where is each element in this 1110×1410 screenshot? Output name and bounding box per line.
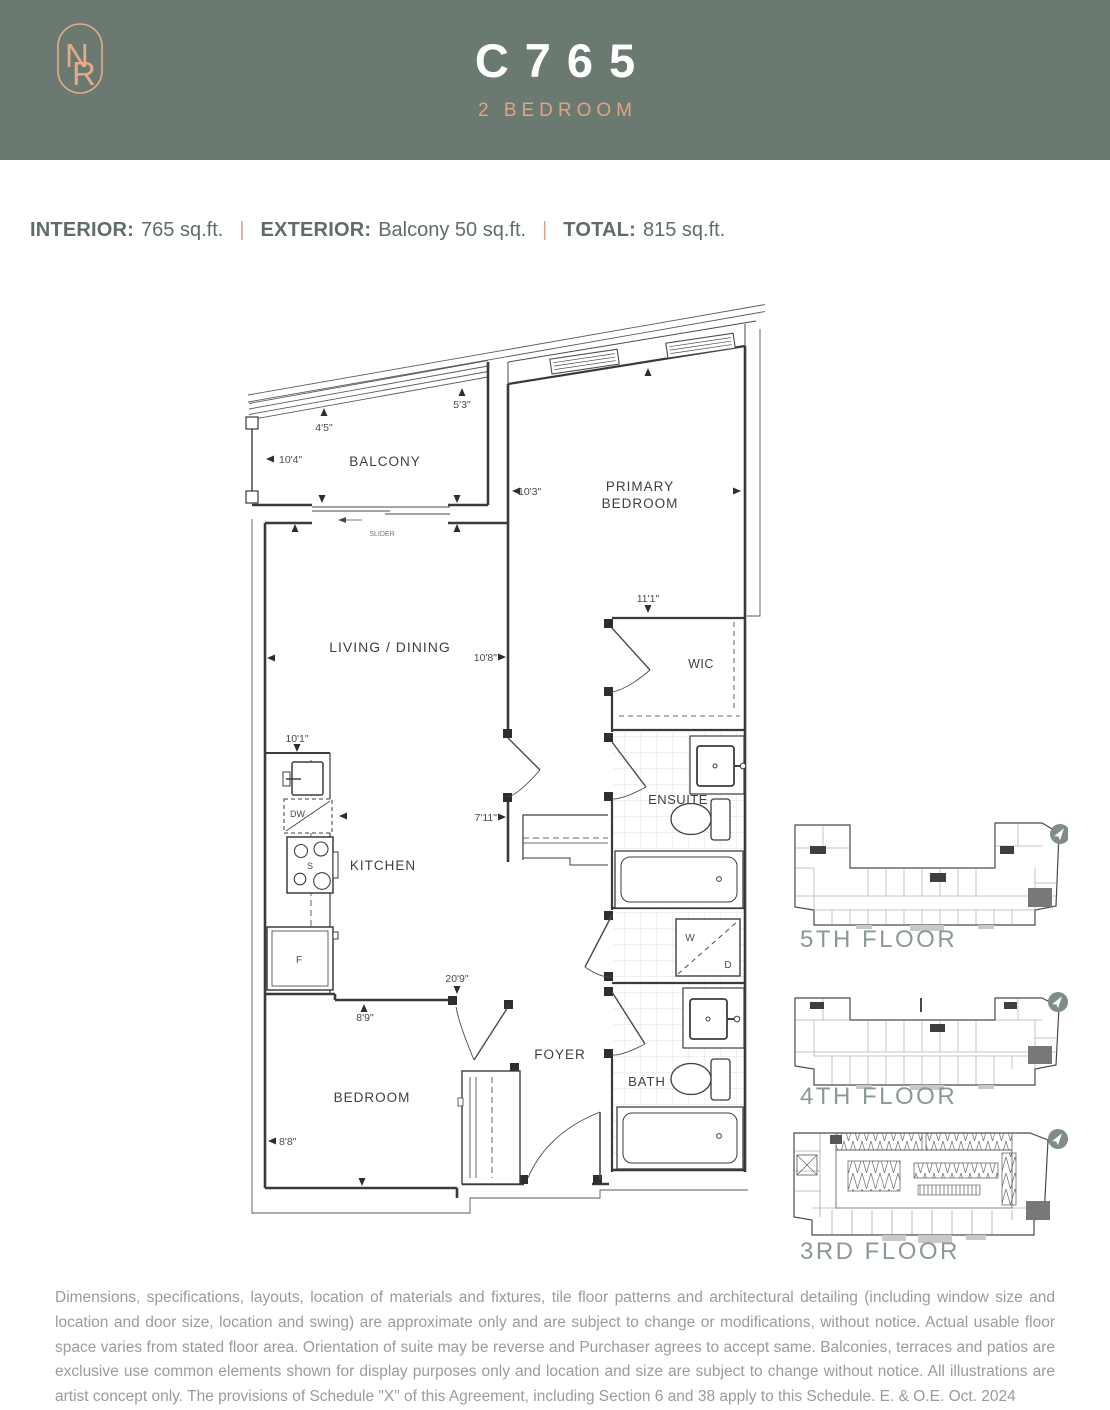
fridge-label: F bbox=[296, 955, 302, 966]
keyplan-label-3rd: 3RD FLOOR bbox=[800, 1238, 960, 1265]
stats-separator: | bbox=[542, 219, 548, 241]
ensuite-toilet-icon bbox=[710, 798, 731, 841]
slider-label: SLIDER bbox=[369, 531, 394, 538]
dim-balcony-seg1: 4'5" bbox=[315, 422, 333, 434]
exterior-label: EXTERIOR: bbox=[260, 219, 372, 241]
room-label-bath: BATH bbox=[628, 1074, 666, 1089]
exterior-value: Balcony 50 sq.ft. bbox=[378, 219, 527, 241]
fixtures bbox=[266, 622, 747, 1185]
walls bbox=[252, 344, 747, 1198]
logo-letter-r: R bbox=[72, 55, 96, 92]
dimension-arrows bbox=[266, 368, 741, 1186]
dim-bedroom-width: 8'9" bbox=[356, 1012, 374, 1024]
logo-letter-n: N bbox=[65, 37, 89, 74]
keyplan-3rd-floor bbox=[793, 1129, 1068, 1243]
room-label-primary-2: BEDROOM bbox=[602, 496, 679, 511]
door-swings bbox=[455, 627, 651, 1180]
dishwasher-label: DW bbox=[290, 809, 305, 819]
bath-toilet-icon bbox=[710, 1058, 731, 1101]
north-compass-icon bbox=[1048, 1129, 1068, 1149]
brand-logo: N R bbox=[57, 23, 103, 94]
keyplan-label-4th: 4TH FLOOR bbox=[800, 1083, 958, 1110]
dim-balcony-seg2: 5'3" bbox=[453, 399, 471, 411]
north-compass-icon bbox=[1050, 824, 1068, 844]
stove-label: S bbox=[307, 861, 313, 871]
building-shell-lines bbox=[247, 304, 765, 1214]
room-label-foyer: FOYER bbox=[534, 1047, 586, 1062]
washer-label: W bbox=[685, 933, 695, 944]
window-icon bbox=[549, 348, 620, 375]
north-compass-icon bbox=[1048, 992, 1068, 1012]
logo-pill-outline bbox=[57, 23, 103, 94]
interior-value: 765 sq.ft. bbox=[141, 219, 224, 241]
dim-unit-length: 20'9" bbox=[445, 973, 469, 985]
room-label-living-dining: LIVING / DINING bbox=[329, 639, 451, 655]
foyer-closet bbox=[457, 1070, 521, 1185]
header-banner: N R C765 2 BEDROOM bbox=[0, 0, 1110, 160]
room-label-balcony: BALCONY bbox=[349, 454, 421, 469]
area-stats: INTERIOR: 765 sq.ft. | EXTERIOR: Balcony… bbox=[30, 219, 741, 242]
room-label-bedroom: BEDROOM bbox=[334, 1090, 411, 1105]
window-band bbox=[507, 320, 757, 384]
room-label-ensuite: ENSUITE bbox=[648, 792, 708, 807]
dim-hall-length: 7'11" bbox=[475, 812, 498, 824]
highlighted-unit-4th bbox=[1028, 1046, 1052, 1064]
dim-primary-width: 10'3" bbox=[518, 486, 542, 498]
keyplan-label-5th: 5TH FLOOR bbox=[800, 926, 958, 953]
balcony-railing bbox=[245, 416, 259, 504]
keyplan-4th-floor bbox=[794, 992, 1068, 1090]
legal-disclaimer: Dimensions, specifications, layouts, loc… bbox=[55, 1289, 1055, 1406]
page-subtitle: 2 BEDROOM bbox=[477, 100, 638, 121]
dim-balcony-depth: 10'4" bbox=[279, 454, 303, 466]
total-value: 815 sq.ft. bbox=[642, 219, 726, 241]
slider-door bbox=[312, 506, 450, 523]
room-label-primary-1: PRIMARY bbox=[606, 479, 674, 494]
dim-living-length: 10'8" bbox=[474, 652, 498, 664]
window-icon bbox=[665, 332, 736, 359]
hall-closet bbox=[522, 814, 608, 866]
total-label: TOTAL: bbox=[563, 219, 636, 241]
page-title: C765 bbox=[474, 34, 652, 87]
stats-separator: | bbox=[239, 219, 245, 241]
highlighted-unit-5th bbox=[1028, 888, 1052, 907]
room-label-wic: WIC bbox=[688, 657, 714, 671]
dryer-label: D bbox=[724, 960, 731, 971]
dim-primary-depth: 11'1" bbox=[637, 593, 660, 605]
highlighted-unit-3rd bbox=[1026, 1201, 1050, 1220]
interior-label: INTERIOR: bbox=[30, 219, 135, 241]
keyplan-5th-floor bbox=[794, 822, 1068, 931]
room-label-kitchen: KITCHEN bbox=[350, 858, 416, 873]
unit-floorplan: BALCONY PRIMARY BEDROOM LIVING / DINING … bbox=[245, 304, 765, 1214]
dim-bedroom-depth: 8'8" bbox=[279, 1136, 297, 1148]
dim-kitchen-width: 10'1" bbox=[285, 733, 309, 745]
